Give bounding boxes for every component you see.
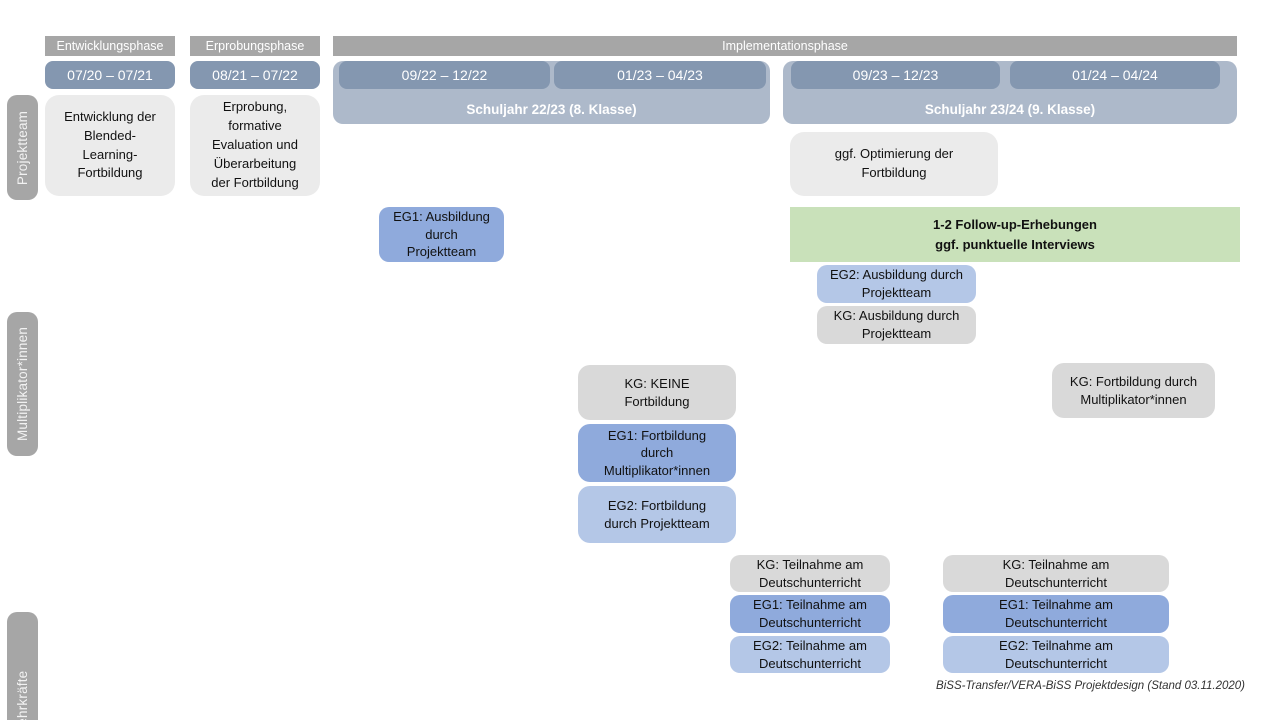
box-erprobung-evaluation: Erprobung, formative Evaluation und Über… — [190, 95, 320, 196]
box-kg-ausbildung: KG: Ausbildung durch Projektteam — [817, 306, 976, 344]
bar-followup-erhebungen: 1-2 Follow-up-Erhebungen ggf. punktuelle… — [790, 207, 1240, 262]
period-entwicklung: 07/20 – 07/21 — [45, 61, 175, 89]
phase-header-implementation: Implementationsphase — [333, 36, 1237, 56]
period-09-22-12-22: 09/22 – 12/22 — [339, 61, 550, 89]
phase-header-entwicklung: Entwicklungsphase — [45, 36, 175, 56]
period-01-24-04-24: 01/24 – 04/24 — [1010, 61, 1220, 89]
box-eg1-teilnahme-links: EG1: Teilnahme am Deutschunterricht — [730, 595, 890, 633]
box-eg2-teilnahme-links: EG2: Teilnahme am Deutschunterricht — [730, 636, 890, 673]
schoolyear-22-23-container: 09/22 – 12/22 01/23 – 04/23 Schuljahr 22… — [333, 61, 770, 124]
row-label-projektteam: Projektteam — [7, 95, 38, 200]
schoolyear-23-24-label: Schuljahr 23/24 (9. Klasse) — [924, 102, 1096, 117]
period-01-23-04-23: 01/23 – 04/23 — [554, 61, 766, 89]
period-09-23-12-23: 09/23 – 12/23 — [791, 61, 1000, 89]
row-label-multiplikatoren: Multiplikator*innen — [7, 312, 38, 456]
box-kg-fortbildung-multiplikatoren: KG: Fortbildung durch Multiplikator*inne… — [1052, 363, 1215, 418]
diagram-caption: BiSS-Transfer/VERA-BiSS Projektdesign (S… — [936, 680, 1245, 692]
row-label-lehrkraefte: Lehrkräfte — [7, 612, 38, 720]
box-eg2-ausbildung: EG2: Ausbildung durch Projektteam — [817, 265, 976, 303]
box-optimierung-fortbildung: ggf. Optimierung der Fortbildung — [790, 132, 998, 196]
box-eg1-fortbildung: EG1: Fortbildung durch Multiplikator*inn… — [578, 424, 736, 482]
box-eg1-teilnahme-rechts: EG1: Teilnahme am Deutschunterricht — [943, 595, 1169, 633]
schoolyear-22-23-label: Schuljahr 22/23 (8. Klasse) — [466, 102, 637, 117]
box-eg2-teilnahme-rechts: EG2: Teilnahme am Deutschunterricht — [943, 636, 1169, 673]
period-erprobung: 08/21 – 07/22 — [190, 61, 320, 89]
phase-header-erprobung: Erprobungsphase — [190, 36, 320, 56]
box-kg-teilnahme-rechts: KG: Teilnahme am Deutschunterricht — [943, 555, 1169, 592]
box-kg-keine-fortbildung: KG: KEINE Fortbildung — [578, 365, 736, 420]
box-eg2-fortbildung: EG2: Fortbildung durch Projektteam — [578, 486, 736, 543]
box-kg-teilnahme-links: KG: Teilnahme am Deutschunterricht — [730, 555, 890, 592]
box-entwicklung-fortbildung: Entwicklung der Blended- Learning- Fortb… — [45, 95, 175, 196]
box-eg1-ausbildung: EG1: Ausbildung durch Projektteam — [379, 207, 504, 262]
schoolyear-23-24-container: 09/23 – 12/23 01/24 – 04/24 Schuljahr 23… — [783, 61, 1237, 124]
